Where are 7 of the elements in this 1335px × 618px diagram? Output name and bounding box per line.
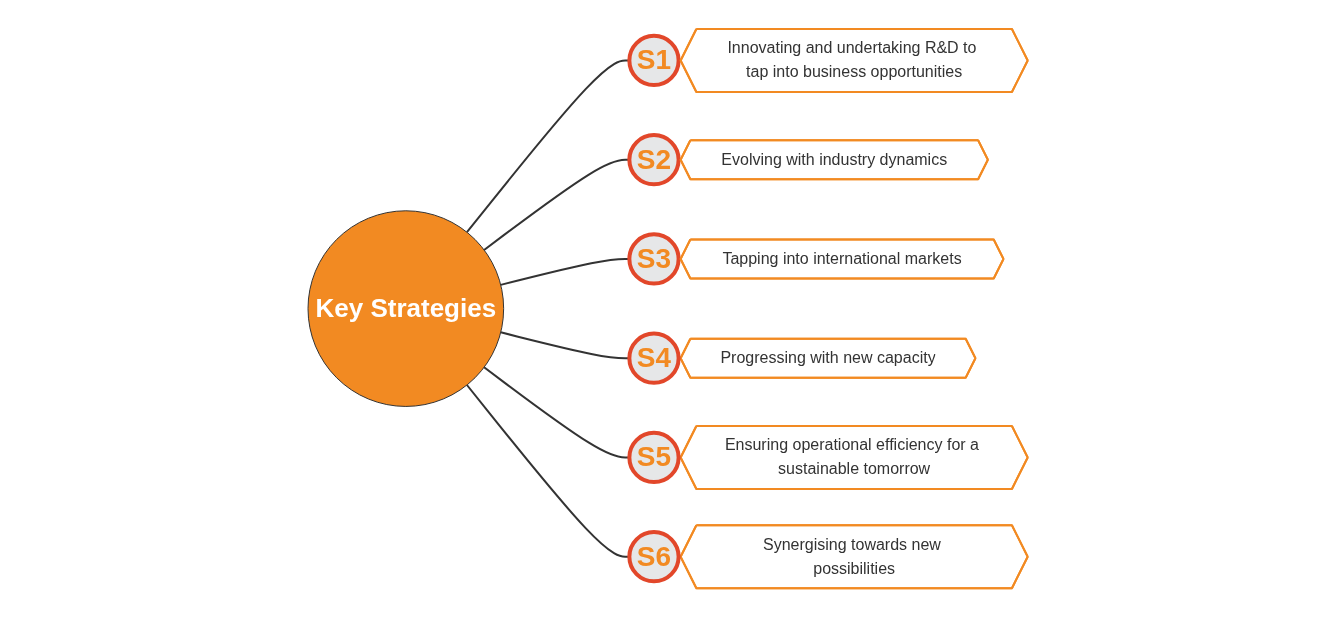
node-circle: S2: [627, 133, 681, 187]
node-circle: S1: [627, 34, 681, 88]
node-circle: S4: [627, 332, 681, 386]
node-circle: Key Strategies: [307, 210, 504, 408]
node-circle: S6: [627, 530, 681, 584]
node-circle: S3: [627, 232, 681, 286]
node-circle: S5: [627, 431, 681, 485]
